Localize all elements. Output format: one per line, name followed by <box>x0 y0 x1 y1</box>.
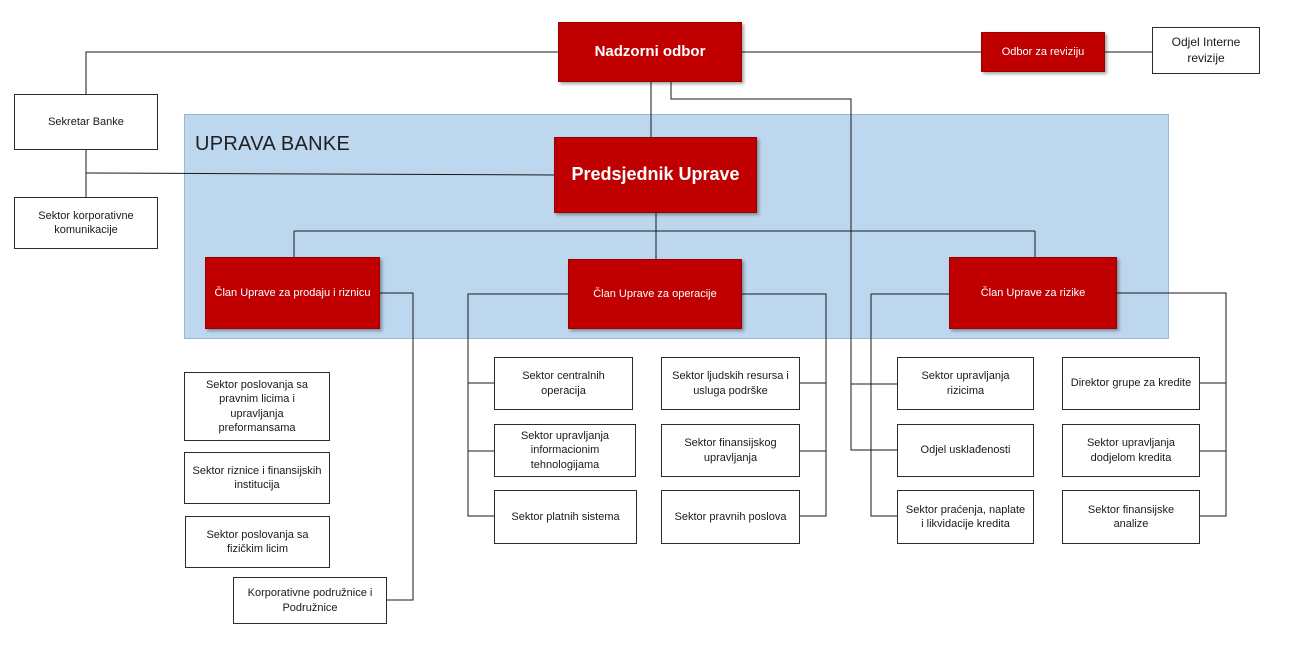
internal-audit-box: Odjel Interne revizije <box>1152 27 1260 74</box>
member-risk-box: Član Uprave za rizike <box>949 257 1117 329</box>
audit-committee-box: Odbor za reviziju <box>981 32 1105 72</box>
risk-unit-box: Odjel usklađenosti <box>897 424 1034 477</box>
connector-sales-branches <box>380 292 414 601</box>
operations-unit-box: Sektor ljudskih resursa i usluga podrške <box>661 357 800 410</box>
connector-board-compliance <box>670 82 897 451</box>
connector-risk-right <box>1117 292 1227 517</box>
operations-unit-box: Sektor centralnih operacija <box>494 357 633 410</box>
operations-unit-box: Sektor finansijskog upravljanja <box>661 424 800 477</box>
operations-unit-box: Sektor pravnih poslova <box>661 490 800 544</box>
sales-unit-box: Sektor poslovanja sa pravnim licima i up… <box>184 372 330 441</box>
risk-unit-box: Sektor finansijske analize <box>1062 490 1200 544</box>
president-box: Predsjednik Uprave <box>554 137 757 213</box>
sales-unit-box: Korporativne podružnice i Podružnice <box>233 577 387 624</box>
sales-unit-box: Sektor riznice i finansijskih institucij… <box>184 452 330 504</box>
connector-risk-left <box>870 293 949 517</box>
member-sales-box: Član Uprave za prodaju i riznicu <box>205 257 380 329</box>
bank-secretary-box: Sekretar Banke <box>14 94 158 150</box>
connector-president-staff <box>85 172 555 176</box>
sales-unit-box: Sektor poslovanja sa fizičkim licim <box>185 516 330 568</box>
risk-unit-box: Sektor praćenja, naplate i likvidacije k… <box>897 490 1034 544</box>
connector-ops-right <box>742 293 827 517</box>
supervisory-board-box: Nadzorni odbor <box>558 22 742 82</box>
operations-unit-box: Sektor upravljanja informacionim tehnolo… <box>494 424 636 477</box>
risk-unit-box: Sektor upravljanja dodjelom kredita <box>1062 424 1200 477</box>
management-board-title: UPRAVA BANKE <box>195 133 351 155</box>
corporate-communication-box: Sektor korporativne komunikacije <box>14 197 158 249</box>
operations-unit-box: Sektor platnih sistema <box>494 490 637 544</box>
connector-ops-left <box>467 293 568 517</box>
member-operations-box: Član Uprave za operacije <box>568 259 742 329</box>
connector-board-secretary <box>85 51 558 94</box>
risk-unit-box: Direktor grupe za kredite <box>1062 357 1200 410</box>
risk-unit-box: Sektor upravljanja rizicima <box>897 357 1034 410</box>
